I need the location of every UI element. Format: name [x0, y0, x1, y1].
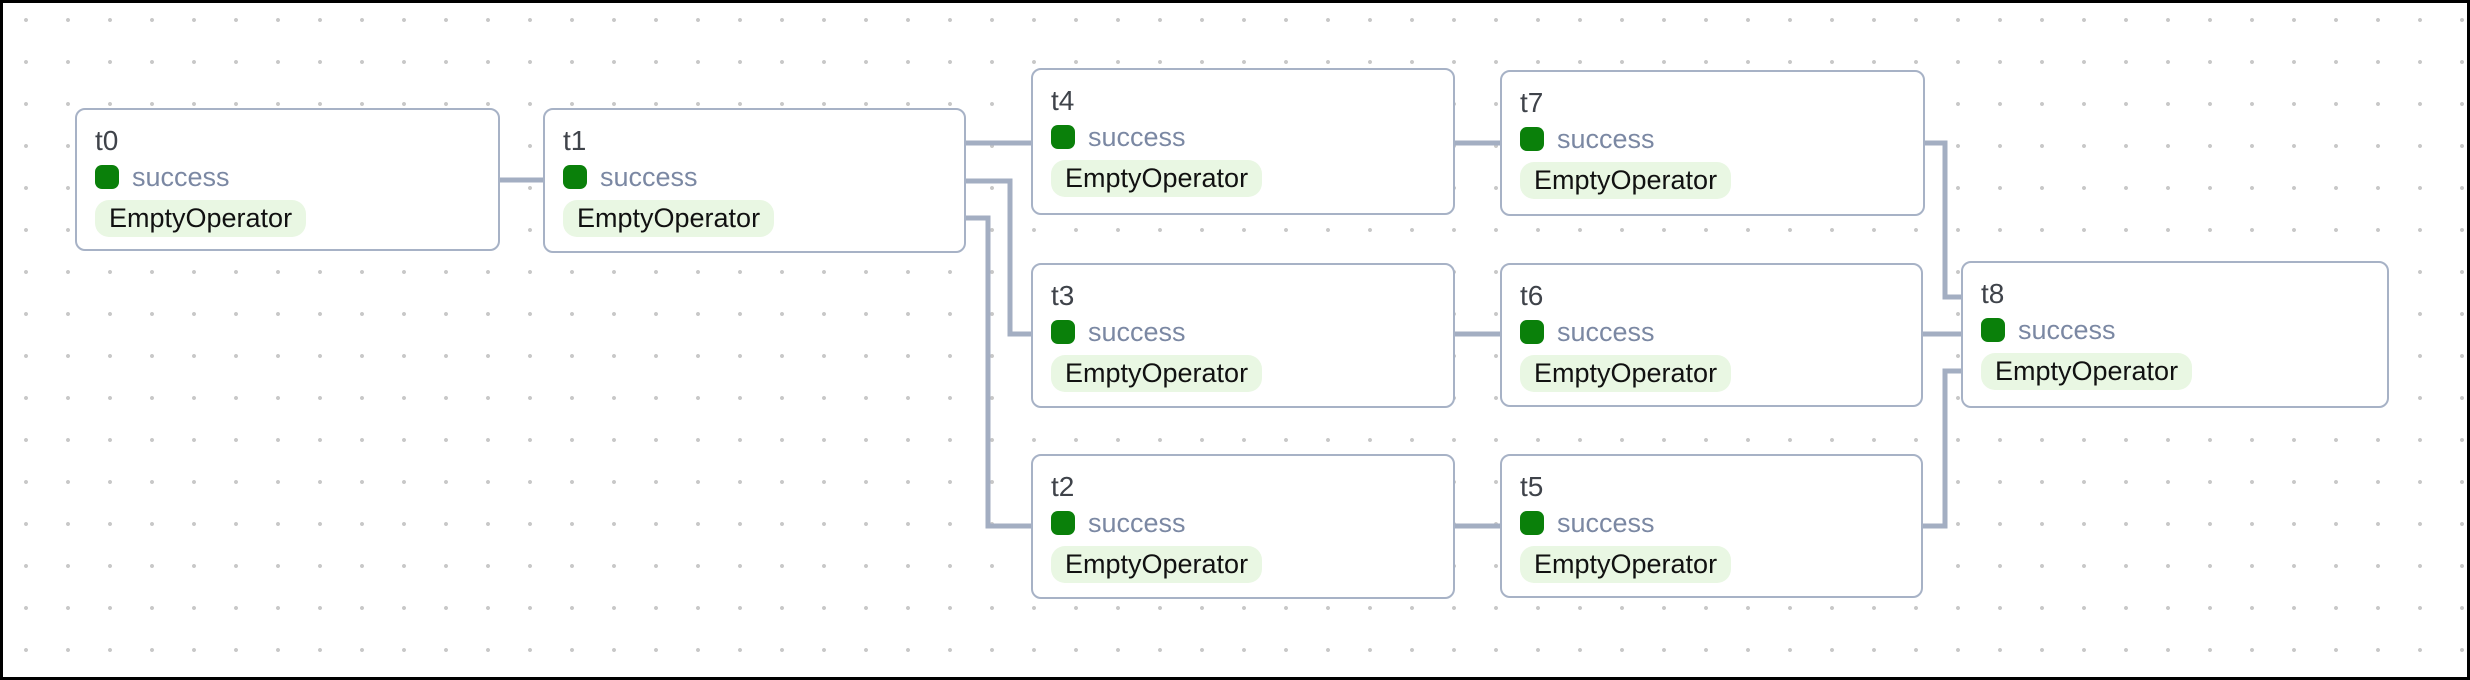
- task-status-row: success: [1520, 317, 1655, 348]
- task-name: t8: [1981, 278, 2005, 309]
- success-status-icon: [1981, 318, 2005, 343]
- task-state-label: success: [2018, 314, 2116, 345]
- operator-badge: EmptyOperator: [1520, 354, 1732, 392]
- task-name: t1: [563, 125, 587, 156]
- success-status-icon: [1520, 127, 1544, 152]
- operator-badge: EmptyOperator: [95, 199, 307, 237]
- task-status-row: success: [1520, 508, 1655, 539]
- edge-t7-t8: [1925, 140, 1961, 300]
- task-state-label: success: [1088, 316, 1186, 347]
- task-status-row: success: [1981, 315, 2116, 346]
- task-name: t4: [1051, 85, 1075, 116]
- operator-badge: EmptyOperator: [1981, 352, 2193, 390]
- success-status-icon: [563, 165, 587, 190]
- task-name: t7: [1520, 87, 1544, 118]
- edge-t1-t3: [966, 178, 1031, 337]
- task-node-t5[interactable]: t5 success EmptyOperator: [1500, 454, 1923, 598]
- success-status-icon: [95, 165, 119, 190]
- task-node-t2[interactable]: t2 success EmptyOperator: [1031, 454, 1455, 599]
- task-state-label: success: [1557, 123, 1655, 154]
- task-node-t7[interactable]: t7 success EmptyOperator: [1500, 70, 1925, 216]
- edge-t5-t8: [1923, 368, 1961, 529]
- task-node-t0[interactable]: t0 success EmptyOperator: [75, 108, 500, 251]
- task-state-label: success: [1557, 316, 1655, 347]
- task-node-t3[interactable]: t3 success EmptyOperator: [1031, 263, 1455, 408]
- task-name: t2: [1051, 471, 1075, 502]
- success-status-icon: [1051, 125, 1075, 150]
- task-status-row: success: [1051, 122, 1186, 153]
- operator-badge: EmptyOperator: [563, 199, 775, 237]
- task-state-label: success: [600, 161, 698, 192]
- operator-badge: EmptyOperator: [1051, 159, 1263, 197]
- task-name: t6: [1520, 280, 1544, 311]
- task-name: t3: [1051, 280, 1075, 311]
- task-status-row: success: [563, 162, 698, 193]
- success-status-icon: [1520, 320, 1544, 345]
- edge-t1-t2: [966, 215, 1031, 529]
- task-status-row: success: [1520, 124, 1655, 155]
- task-node-t8[interactable]: t8 success EmptyOperator: [1961, 261, 2389, 408]
- task-state-label: success: [1557, 507, 1655, 538]
- task-state-label: success: [1088, 121, 1186, 152]
- task-node-t4[interactable]: t4 success EmptyOperator: [1031, 68, 1455, 215]
- success-status-icon: [1051, 511, 1075, 536]
- task-name: t0: [95, 125, 119, 156]
- task-name: t5: [1520, 471, 1544, 502]
- operator-badge: EmptyOperator: [1520, 545, 1732, 583]
- operator-badge: EmptyOperator: [1051, 354, 1263, 392]
- success-status-icon: [1520, 511, 1544, 536]
- task-status-row: success: [95, 162, 230, 193]
- edge-layer: [500, 140, 1961, 529]
- task-state-label: success: [1088, 507, 1186, 538]
- success-status-icon: [1051, 320, 1075, 345]
- task-status-row: success: [1051, 317, 1186, 348]
- task-state-label: success: [132, 161, 230, 192]
- operator-badge: EmptyOperator: [1051, 545, 1263, 583]
- task-node-t6[interactable]: t6 success EmptyOperator: [1500, 263, 1923, 407]
- task-node-t1[interactable]: t1 success EmptyOperator: [543, 108, 966, 253]
- operator-badge: EmptyOperator: [1520, 161, 1732, 199]
- task-status-row: success: [1051, 508, 1186, 539]
